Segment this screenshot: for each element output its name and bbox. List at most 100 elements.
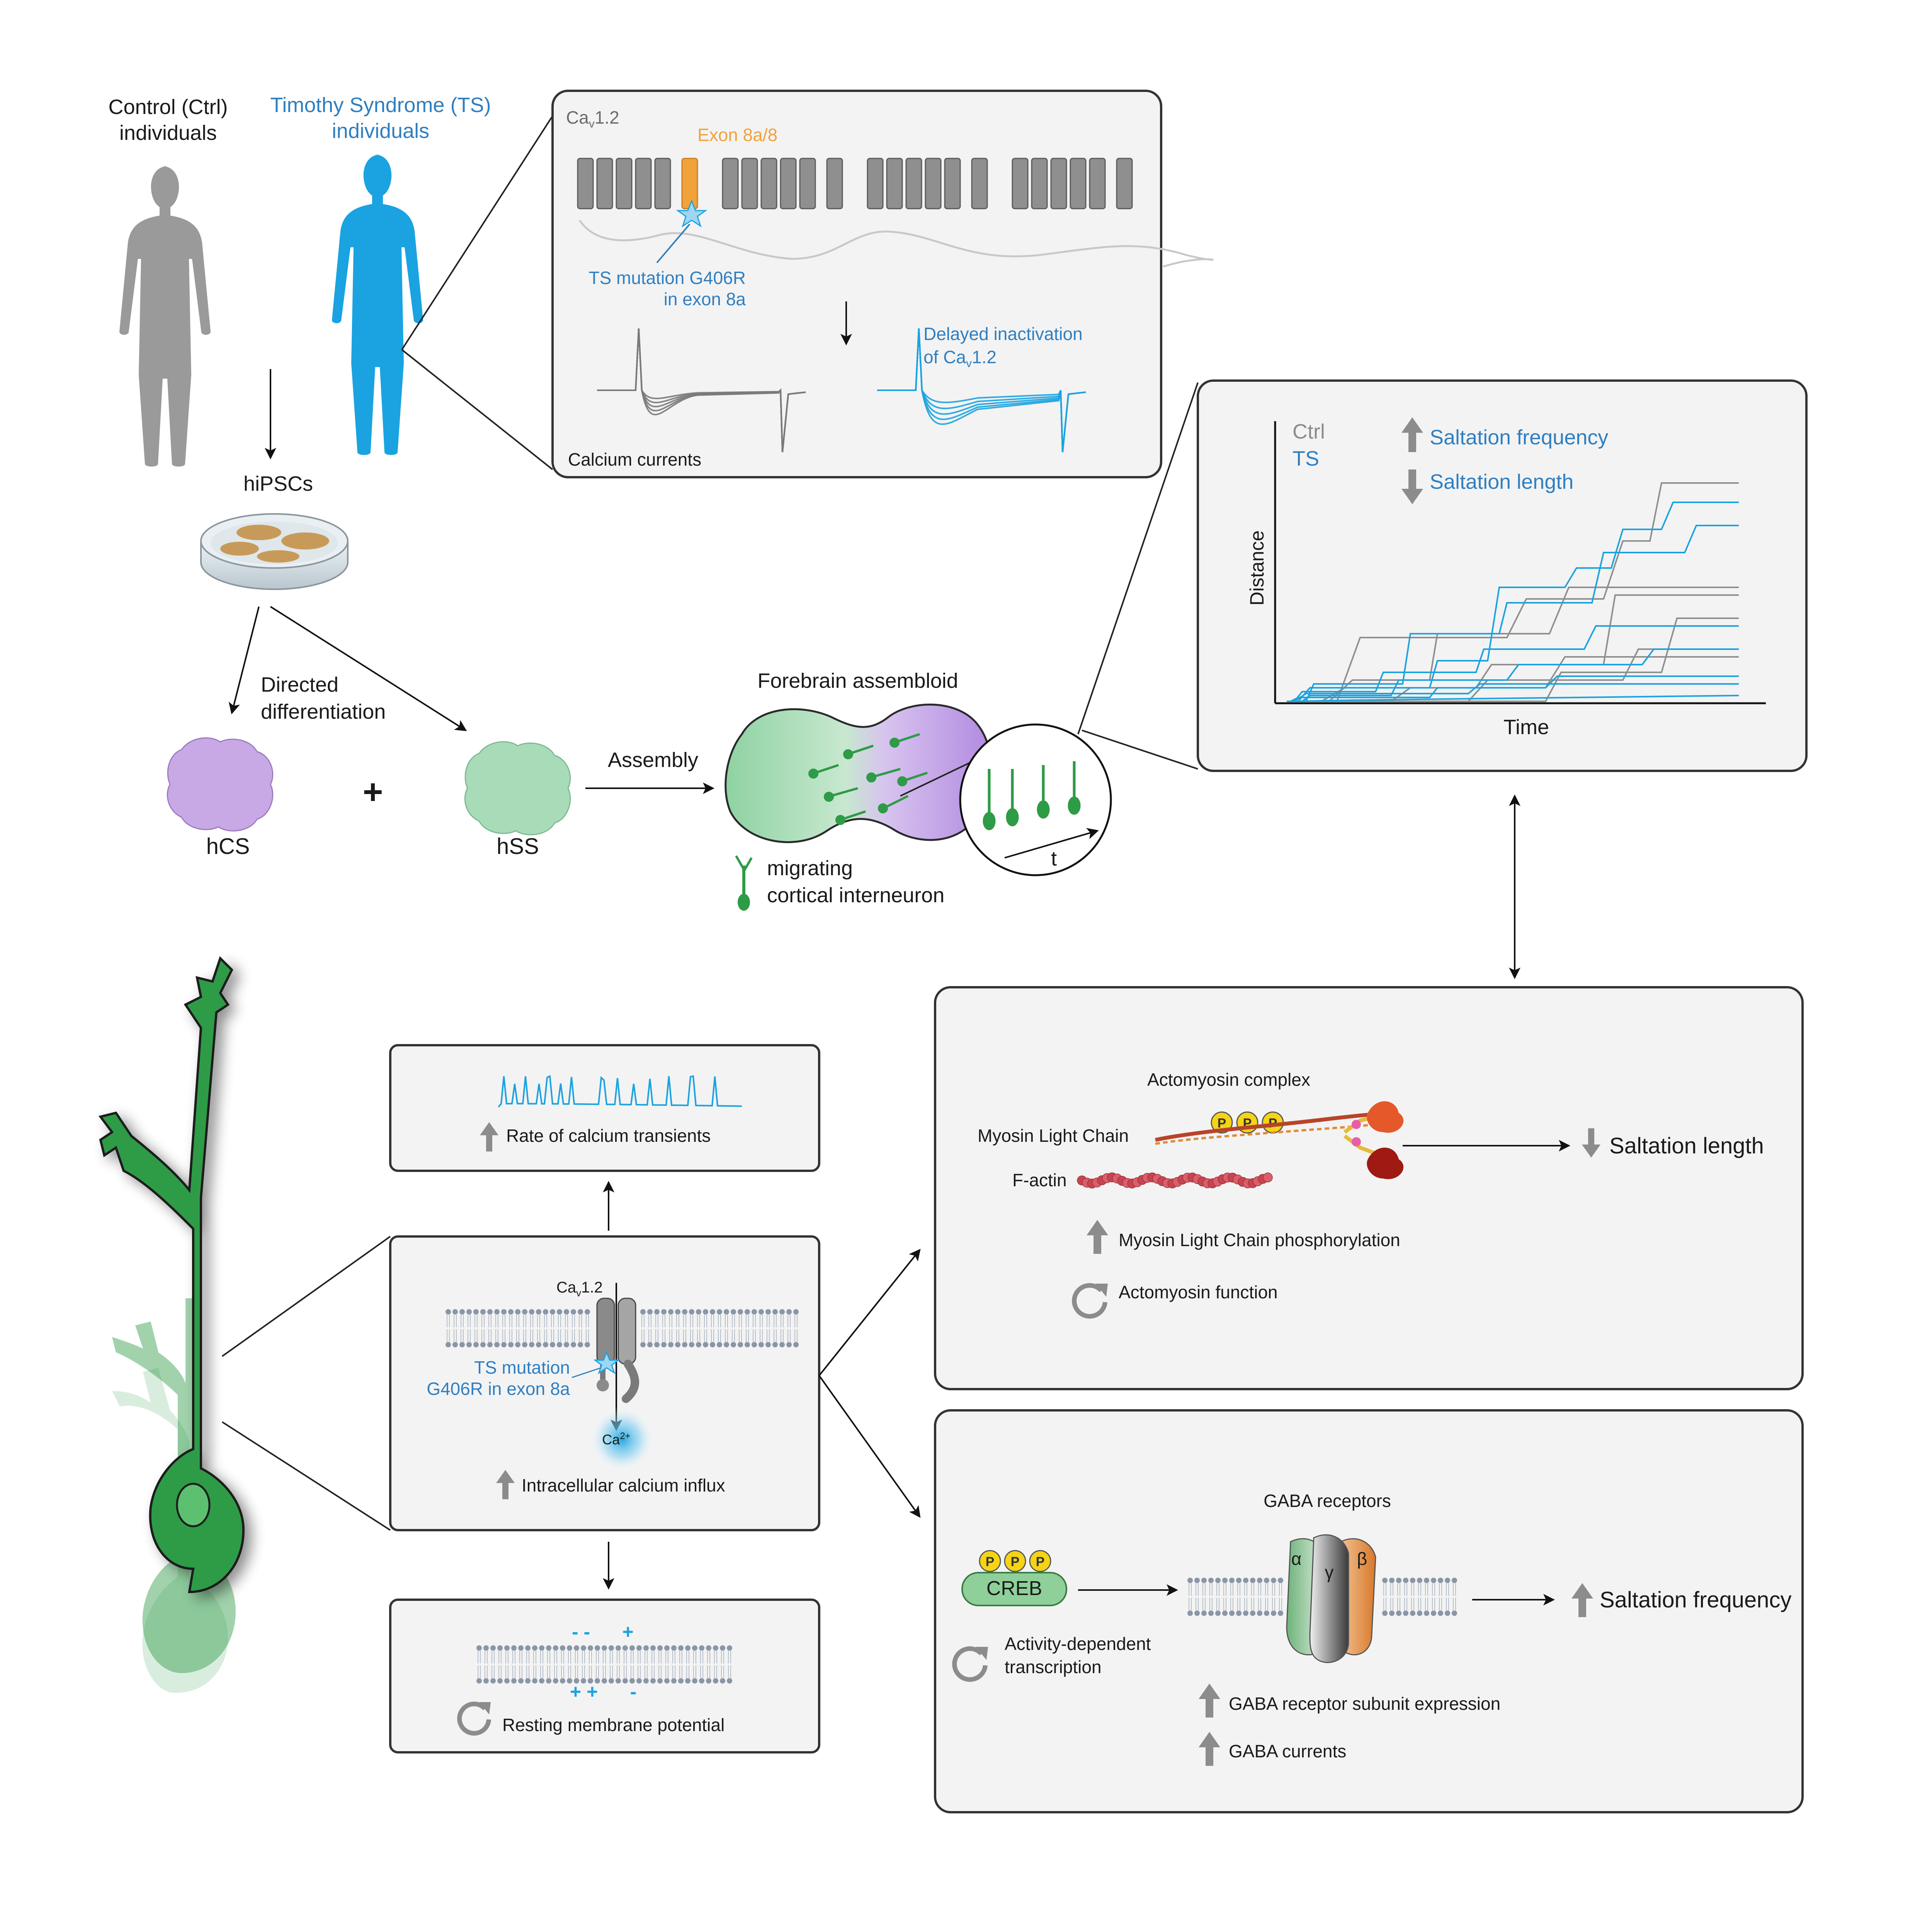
lipid-head — [1187, 1578, 1193, 1583]
forebrain-assembloid — [724, 703, 993, 843]
lipid-head — [515, 1342, 520, 1347]
up-arrow-icon — [1199, 1732, 1220, 1766]
lipid-head — [793, 1342, 799, 1347]
lipid-head — [731, 1309, 736, 1315]
svg-text:P: P — [986, 1554, 995, 1569]
lipid-head — [571, 1309, 576, 1315]
actomyosin-outcome: Saltation length — [1609, 1133, 1764, 1158]
plot-legend-ctrl: Ctrl — [1293, 420, 1325, 443]
plot-y-label: Distance — [1246, 531, 1268, 606]
f-actin-filament — [1077, 1172, 1273, 1189]
hcs-label: hCS — [206, 834, 250, 859]
subunit-expression-label: GABA receptor subunit expression — [1229, 1694, 1500, 1714]
lipid-head — [640, 1342, 646, 1347]
lipid-head — [664, 1645, 670, 1651]
beta-label: β — [1357, 1549, 1367, 1569]
lipid-head — [1389, 1578, 1395, 1583]
charges-top: - - + — [572, 1621, 634, 1643]
lipid-head — [650, 1645, 656, 1651]
lipid-head — [685, 1645, 690, 1651]
migration-track — [1287, 695, 1739, 702]
lipid-head — [1431, 1611, 1436, 1616]
transmembrane-helix — [1116, 158, 1133, 209]
transmembrane-helix — [654, 158, 671, 209]
lipid-head — [501, 1342, 507, 1347]
activity-line1: Activity-dependent — [1005, 1634, 1151, 1654]
up-arrow-icon — [1199, 1684, 1220, 1718]
down-arrow-icon — [1582, 1128, 1600, 1158]
lipid-head — [647, 1342, 653, 1347]
lipid-head — [1208, 1578, 1214, 1583]
lipid-head — [689, 1309, 694, 1315]
lipid-head — [609, 1645, 614, 1651]
lipid-head — [452, 1309, 458, 1315]
hss-spheroid — [464, 741, 571, 835]
lipid-head — [1250, 1611, 1255, 1616]
actin-monomer — [1263, 1172, 1273, 1182]
migration-track — [1287, 594, 1739, 702]
lipid-head — [497, 1645, 503, 1651]
up-arrow-icon — [1087, 1220, 1108, 1254]
lipid-head — [654, 1342, 660, 1347]
transmembrane-helix — [905, 158, 922, 209]
arrow-to-hss — [270, 606, 467, 731]
lipid-head — [511, 1678, 517, 1684]
hcs-spheroid — [167, 737, 274, 832]
lipid-head — [682, 1342, 687, 1347]
lipid-head — [602, 1678, 607, 1684]
lipid-head — [1438, 1611, 1443, 1616]
directed-label-line2: differentiation — [261, 700, 386, 723]
lipid-head — [1243, 1578, 1248, 1583]
creb-label: CREB — [986, 1577, 1042, 1600]
lipid-head — [595, 1678, 600, 1684]
lipid-head — [1194, 1611, 1200, 1616]
up-arrow-icon — [496, 1470, 515, 1499]
myosin-filament — [1155, 1101, 1404, 1179]
legend-cortical-interneuron: cortical interneuron — [767, 884, 944, 907]
lipid-head — [501, 1309, 507, 1315]
zoom-line-upper — [401, 115, 553, 350]
gaba-title: GABA receptors — [1264, 1491, 1391, 1511]
lipid-head — [650, 1678, 656, 1684]
lipid-head — [529, 1342, 534, 1347]
zoom-line-plot-upper — [1077, 382, 1199, 735]
lipid-head — [553, 1645, 558, 1651]
lipid-head — [793, 1309, 799, 1315]
lipid-head — [772, 1309, 778, 1315]
lipid-head — [724, 1342, 729, 1347]
lipid-head — [602, 1645, 607, 1651]
lipid-head — [1187, 1611, 1193, 1616]
lipid-head — [1264, 1578, 1269, 1583]
arrow-to-hcs — [228, 606, 260, 714]
interneuron-cell — [98, 956, 245, 1594]
lipid-bilayer-gaba — [1187, 1578, 1457, 1616]
migration-track — [1287, 525, 1739, 702]
channel-mutation-star — [593, 1350, 620, 1374]
lipid-head — [710, 1342, 715, 1347]
lipid-head — [713, 1678, 718, 1684]
mlc-label: Myosin Light Chain — [978, 1126, 1129, 1146]
lipid-head — [685, 1678, 690, 1684]
lipid-head — [546, 1678, 551, 1684]
transmembrane-helix — [780, 158, 797, 209]
lipid-head — [636, 1645, 642, 1651]
transmembrane-helix — [722, 158, 739, 209]
refresh-icon — [1072, 1283, 1108, 1319]
lipid-head — [557, 1309, 562, 1315]
transmembrane-helix — [1089, 158, 1106, 209]
lipid-head — [1424, 1578, 1429, 1583]
refresh-icon — [952, 1646, 988, 1682]
gaba-currents-label: GABA currents — [1229, 1741, 1346, 1761]
svg-text:P: P — [1036, 1554, 1045, 1569]
lipid-head — [738, 1309, 743, 1315]
lipid-head — [661, 1342, 667, 1347]
zoom-line-lower — [401, 349, 553, 470]
lipid-head — [657, 1645, 663, 1651]
ctrl-label-line2: individuals — [119, 121, 217, 145]
svg-text:P: P — [1011, 1554, 1020, 1569]
lipid-head — [689, 1342, 694, 1347]
lipid-head — [678, 1678, 684, 1684]
lipid-head — [643, 1678, 649, 1684]
lipid-head — [581, 1678, 586, 1684]
